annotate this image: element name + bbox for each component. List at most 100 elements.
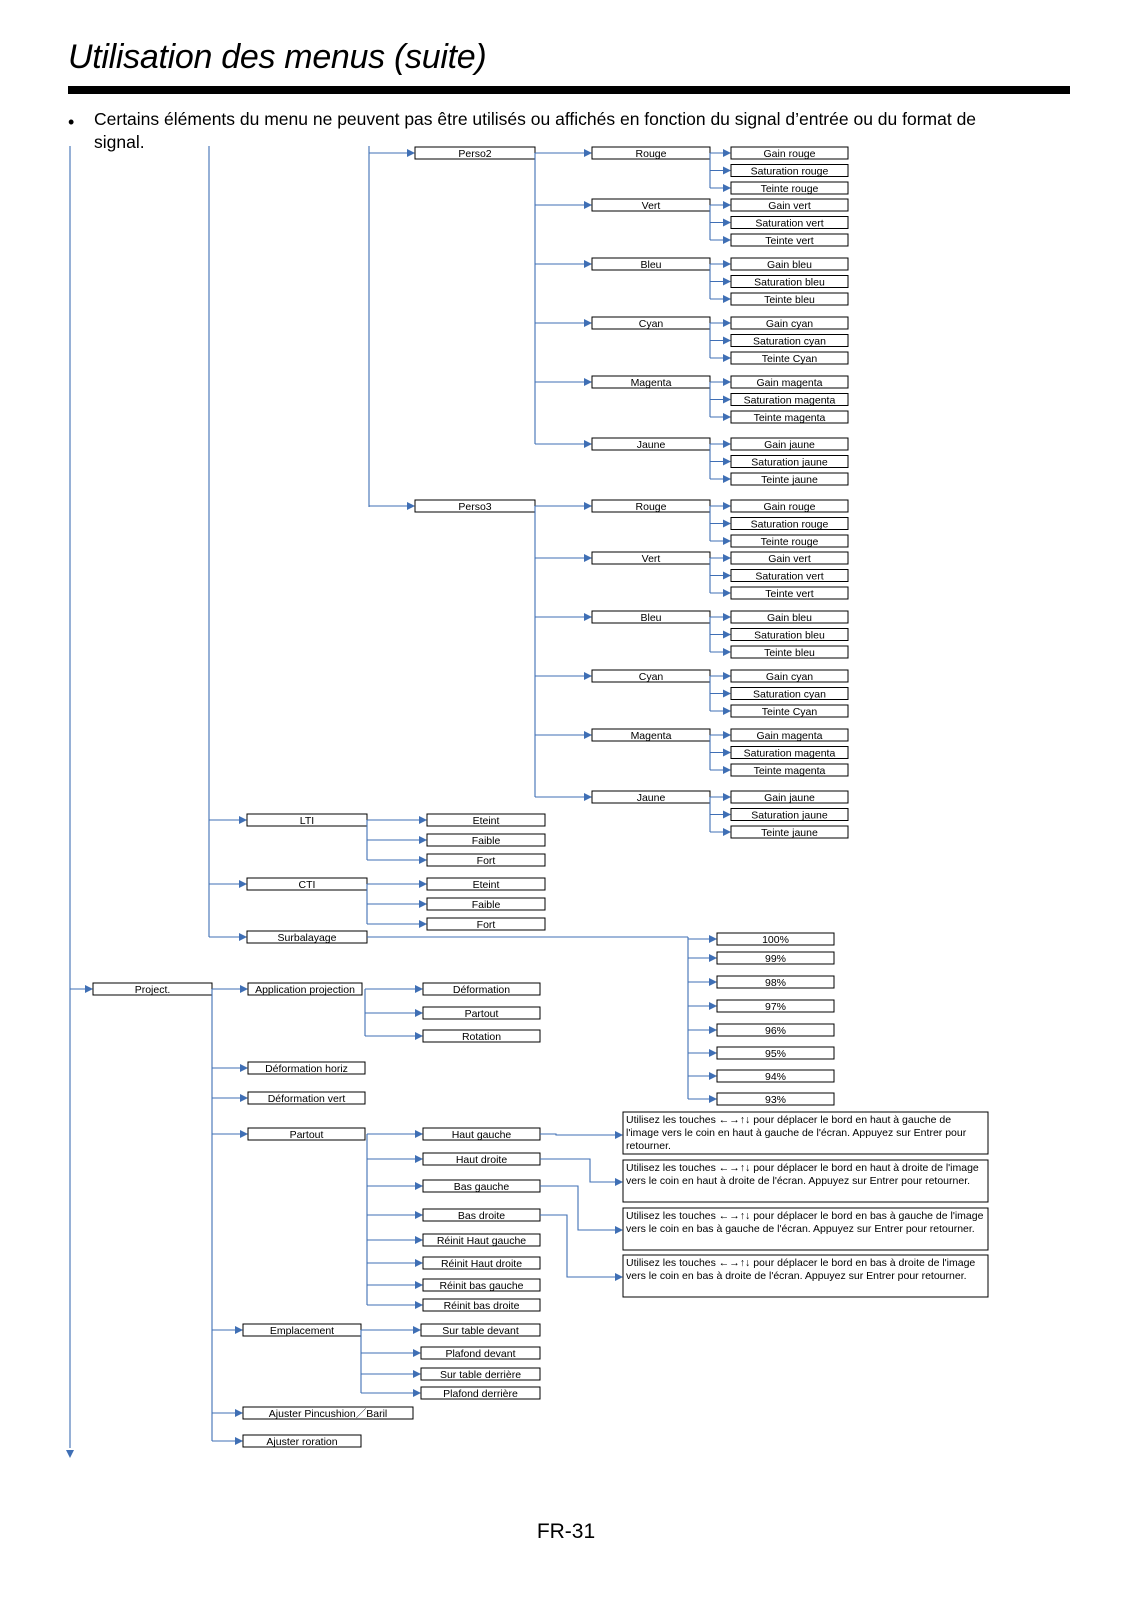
gain-vert-box: Gain vert [730,551,849,565]
gain-vert-box: Gain vert [730,198,849,212]
perso-perso3-vert-box-label: Vert [642,553,661,565]
project-connector-arrow [85,985,93,993]
perso-perso2-vert-item-connector-arrow [723,218,731,227]
overscan-connector-arrow [709,1002,717,1010]
partout-note-connector [540,1158,617,1183]
partout-note-text: Utilisez les touches ←→↑↓ pour déplacer … [626,1114,967,1152]
cti-connector-arrow [239,880,247,888]
overscan-99-pct-box: 99% [716,951,835,965]
application-projection-item-connector-arrow [415,1032,423,1040]
partout-reinit-bas-droite-box: Réinit bas droite [422,1298,541,1312]
partout-reinit-bas-droite-box-label: Réinit bas droite [444,1300,520,1312]
cti-item-connector-arrow [419,880,427,888]
saturation-magenta-box: Saturation magenta [730,746,849,760]
perso-perso3-cyan-item-connector-arrow [723,707,731,715]
perso-perso2-bleu-connector-arrow [584,260,592,268]
partout-note-connector [540,1185,617,1231]
perso-perso3-cyan-box: Cyan [591,669,711,683]
perso-perso2-jaune-box-label: Jaune [637,439,666,451]
lti-eteint-box: Eteint [426,813,546,827]
overscan-97-pct-box-label: 97% [765,1001,786,1013]
cti-faible-box: Faible [426,897,546,911]
perso-perso2-magenta-item-connector-arrow [723,395,731,404]
gain-cyan-box: Gain cyan [730,669,849,683]
page-number: FR-31 [536,1520,596,1543]
overscan-99-pct-box-label: 99% [765,953,786,965]
perso-perso2-magenta-item-connector-arrow [723,378,731,386]
perso-perso2-bleu-box-label: Bleu [640,259,661,271]
partout-reinit-bas-gauche-box: Réinit bas gauche [422,1278,541,1292]
saturation-vert-box-label: Saturation vert [755,218,823,230]
perso-perso2-bleu-item-connector-arrow [723,277,731,286]
lti-item-connector-arrow [419,856,427,864]
teinte-cyan-box: Teinte Cyan [730,351,849,365]
saturation-magenta-box-label: Saturation magenta [744,395,836,407]
perso-perso2-vert-connector-arrow [584,201,592,209]
perso-perso2-vert-item-connector-arrow [723,236,731,244]
saturation-cyan-box-label: Saturation cyan [753,689,826,701]
application-projection-box-label: Application projection [255,984,355,996]
perso-perso2-cyan-item-connector-arrow [723,319,731,327]
overscan-94-pct-box: 94% [716,1069,835,1083]
perso-perso2-bleu-item-connector-arrow [723,260,731,268]
emplacement-sur-table-derriere-box-label: Sur table derrière [440,1369,521,1381]
perso-perso3-vert-item-connector-arrow [723,571,731,580]
teinte-bleu-box-label: Teinte bleu [764,647,815,659]
teinte-vert-box: Teinte vert [730,586,849,600]
perso-perso3-cyan-box-label: Cyan [639,671,664,683]
teinte-magenta-box-label: Teinte magenta [754,765,826,777]
perso-perso3-bleu-item-connector-arrow [723,613,731,621]
project-box-label: Project. [135,984,171,996]
cti-item-connector-arrow [419,900,427,908]
projection-rotation-box-label: Rotation [462,1031,501,1043]
gain-magenta-box-label: Gain magenta [757,730,823,742]
perso-perso3-jaune-box: Jaune [591,790,711,804]
partout-reinit-bas-gauche-box-label: Réinit bas gauche [439,1280,523,1292]
deformation-horiz-connector-arrow [240,1064,248,1072]
projection-deformation-box: Déformation [422,982,541,996]
perso-perso2-bleu-box: Bleu [591,257,711,271]
partout-note-connector [540,1133,617,1136]
application-projection-item-connector-arrow [415,1009,423,1017]
perso-perso3-jaune-item-connector-arrow [723,810,731,819]
gain-vert-box-label: Gain vert [768,553,811,565]
application-projection-box: Application projection [247,982,363,996]
partout-haut-gauche-box: Haut gauche [422,1127,541,1141]
perso-perso2-rouge-item-connector-arrow [723,166,731,175]
deformation-vert-box-label: Déformation vert [268,1093,346,1105]
gain-cyan-box: Gain cyan [730,316,849,330]
overscan-connector-arrow [709,1049,717,1057]
partout-bas-droite-box-label: Bas droite [458,1210,505,1222]
deformation-vert-box: Déformation vert [247,1091,366,1105]
perso-perso2-magenta-connector-arrow [584,378,592,386]
lti-box-label: LTI [300,815,314,827]
overscan-97-pct-box: 97% [716,999,835,1013]
perso-perso3-vert-box: Vert [591,551,711,565]
gain-bleu-box-label: Gain bleu [767,259,812,271]
gain-vert-box-label: Gain vert [768,200,811,212]
saturation-magenta-box: Saturation magenta [730,393,849,407]
gain-bleu-box-label: Gain bleu [767,612,812,624]
bullet: • [68,112,75,132]
emplacement-plafond-derriere-box-label: Plafond derrière [443,1388,518,1400]
gain-rouge-box: Gain rouge [730,146,849,160]
perso-perso2-cyan-connector-arrow [584,319,592,327]
gain-cyan-box-label: Gain cyan [766,671,813,683]
teinte-jaune-box: Teinte jaune [730,825,849,839]
application-projection-connector-arrow [240,985,248,993]
teinte-jaune-box: Teinte jaune [730,472,849,486]
saturation-rouge-box-label: Saturation rouge [751,519,829,531]
teinte-magenta-box: Teinte magenta [730,763,849,777]
lti-connector-arrow [239,816,247,824]
perso-perso2-vert-item-connector-arrow [723,201,731,209]
overscan-connector-arrow [709,1026,717,1034]
overscan-connector-arrow [709,978,717,986]
emplacement-item-connector-arrow [413,1326,421,1334]
partout-item-connector-arrow [415,1155,423,1163]
partout-note-arrow [615,1178,623,1186]
overscan-93-pct-box-label: 93% [765,1094,786,1106]
overscan-connector-arrow [709,954,717,962]
overscan-100-pct-box: 100% [716,932,835,946]
ajuster-rotation-box-label: Ajuster roration [266,1436,337,1448]
perso-perso2-rouge-item-connector-arrow [723,184,731,192]
